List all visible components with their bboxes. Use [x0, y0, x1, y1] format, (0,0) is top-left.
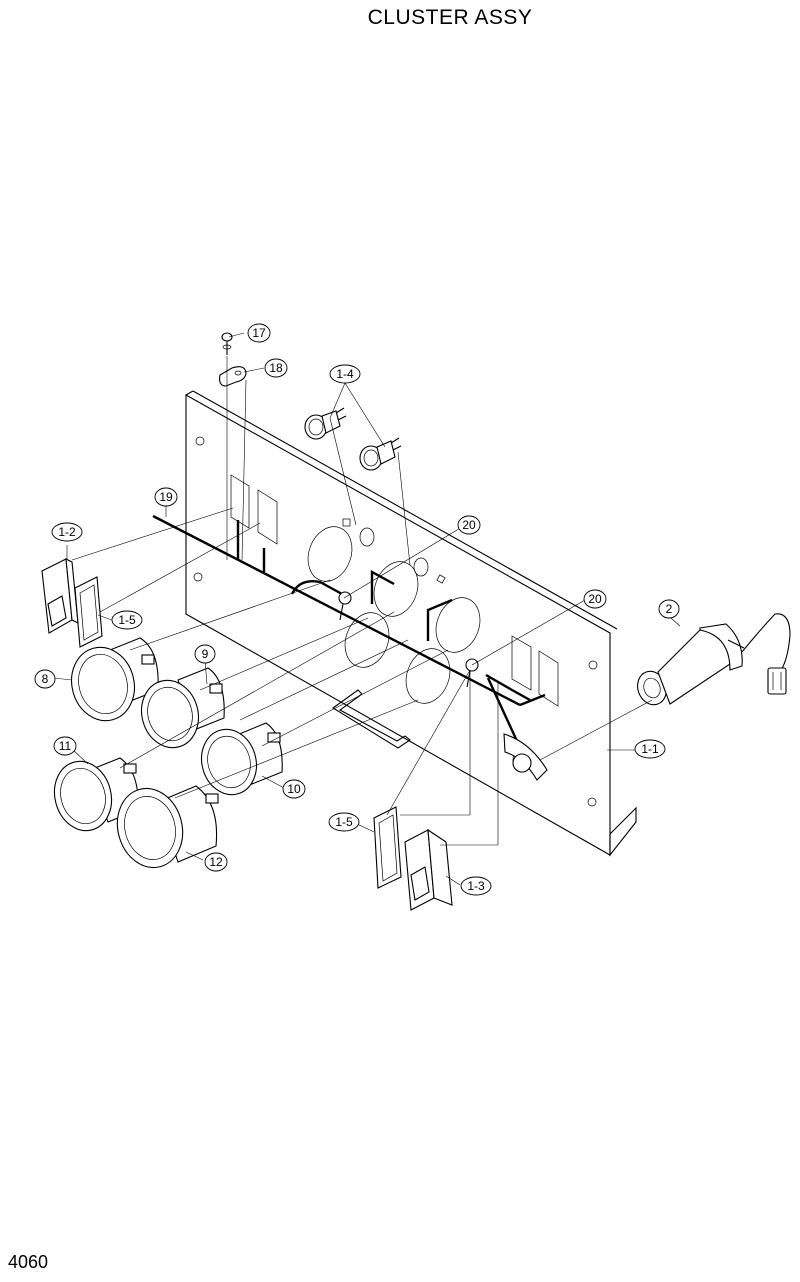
svg-text:1-5: 1-5 [118, 613, 136, 627]
callout-12: 12 [204, 852, 228, 872]
gauge-8 [71, 637, 159, 722]
svg-text:1-1: 1-1 [641, 742, 659, 756]
indicator-lamp-1 [304, 407, 347, 440]
callout-10: 10 [282, 779, 306, 799]
callout-20-upper: 20 [457, 515, 481, 535]
rocker-switch-1-2 [41, 558, 79, 634]
callout-8: 8 [34, 669, 56, 689]
callout-17: 17 [247, 323, 271, 343]
callout-2: 2 [658, 599, 680, 619]
svg-text:18: 18 [269, 361, 283, 375]
gauge-10 [201, 722, 283, 796]
callout-20-lower: 20 [583, 589, 607, 609]
screw-17 [221, 332, 233, 355]
key-switch-bezel [503, 733, 548, 781]
switch-cover-1-5-bottom [373, 806, 402, 889]
clamp-18 [219, 366, 247, 387]
svg-text:1-4: 1-4 [336, 367, 354, 381]
indicator-lamp-2 [359, 437, 402, 471]
svg-text:1-2: 1-2 [58, 525, 76, 539]
svg-text:11: 11 [59, 739, 72, 753]
svg-text:10: 10 [287, 782, 301, 796]
callout-1-2: 1-2 [51, 522, 83, 542]
switch-cover-1-5-left [74, 576, 103, 648]
callout-1-5-bottom: 1-5 [328, 812, 360, 832]
svg-text:12: 12 [209, 855, 223, 869]
callout-11: 11 [53, 736, 77, 756]
callout-9: 9 [194, 644, 216, 664]
svg-text:1-3: 1-3 [467, 879, 485, 893]
callout-18: 18 [264, 358, 288, 378]
leader-lines [53, 332, 681, 886]
gauge-12 [116, 785, 219, 869]
callout-1-4: 1-4 [329, 364, 361, 384]
callout-1-5-left: 1-5 [111, 610, 143, 630]
wiring-harness [152, 514, 546, 753]
svg-text:20: 20 [462, 518, 476, 532]
key-switch-2 [637, 613, 791, 706]
callout-19: 19 [154, 487, 178, 507]
svg-text:19: 19 [159, 490, 173, 504]
rocker-switch-1-3 [404, 828, 453, 911]
svg-text:17: 17 [252, 326, 266, 340]
svg-text:2: 2 [666, 602, 673, 616]
diagram-title: CLUSTER ASSY [367, 6, 533, 29]
svg-text:8: 8 [42, 672, 49, 686]
page-number: 4060 [8, 1252, 49, 1272]
callout-1-1: 1-1 [634, 739, 666, 759]
svg-text:20: 20 [588, 592, 602, 606]
svg-text:1-5: 1-5 [335, 815, 353, 829]
svg-text:9: 9 [202, 647, 209, 661]
gauge-9 [141, 667, 225, 749]
mounting-plate [185, 390, 637, 857]
callout-1-3: 1-3 [460, 876, 492, 896]
